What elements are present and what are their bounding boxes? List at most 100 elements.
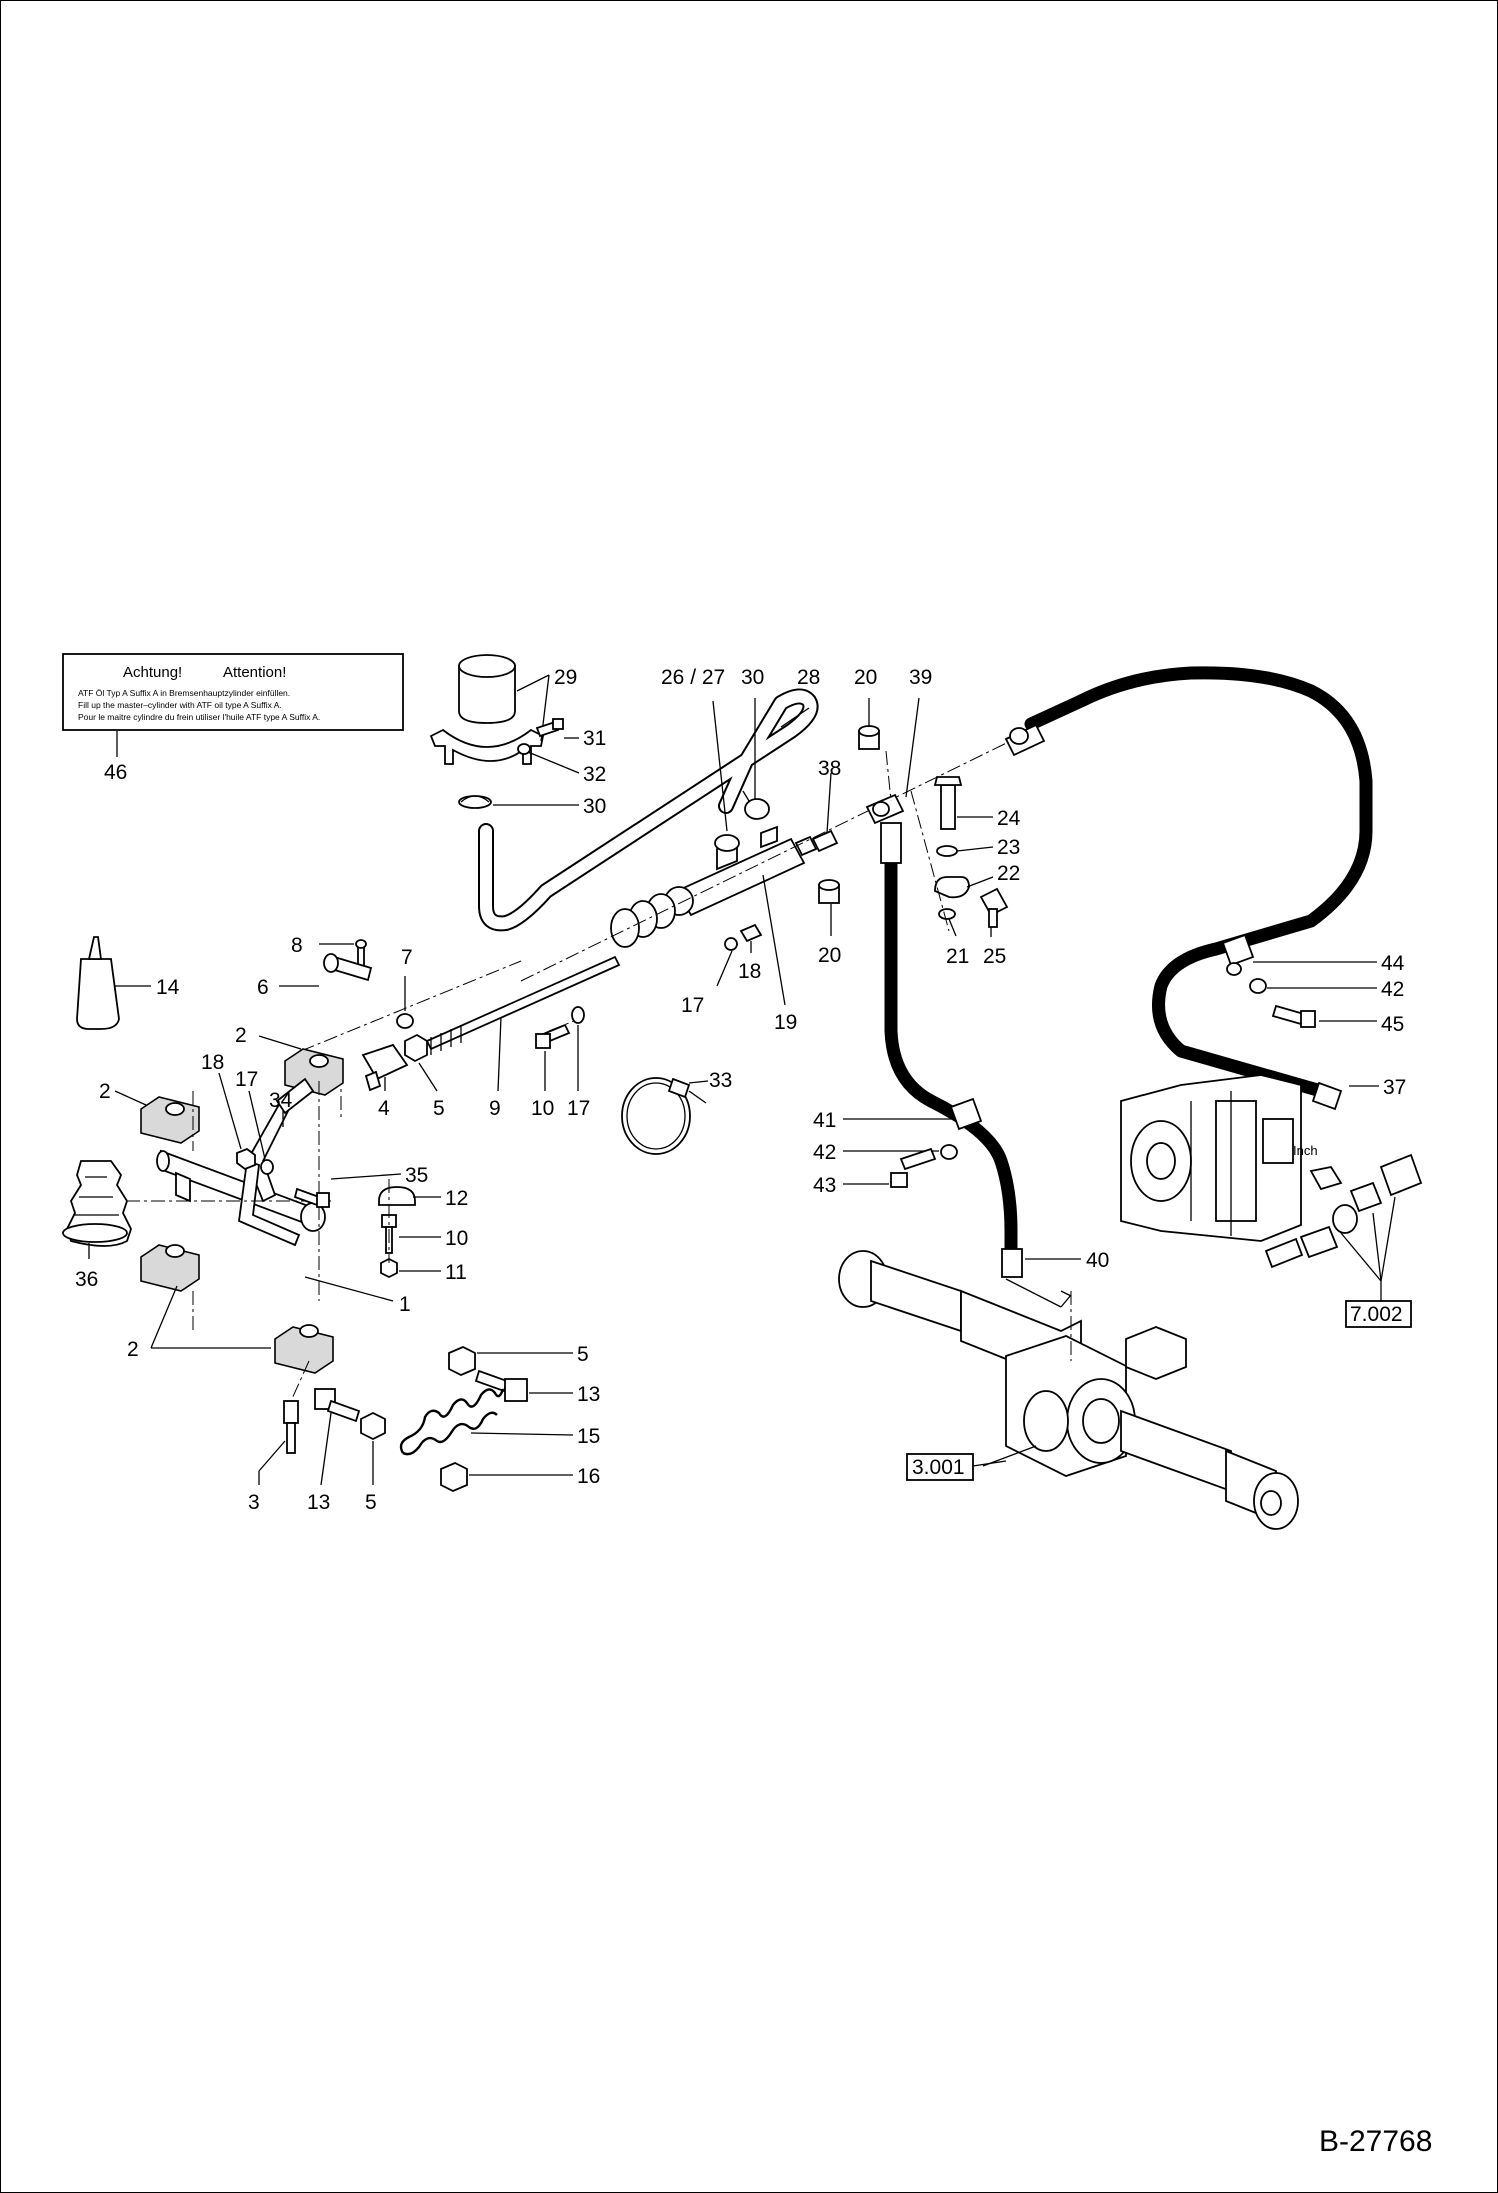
callout-17b: 17 <box>235 1068 258 1091</box>
bolt-45 <box>1271 1004 1316 1028</box>
callout-32: 32 <box>583 763 606 786</box>
reservoir-pipe <box>478 688 819 932</box>
callout-18a: 18 <box>738 960 761 983</box>
callout-7: 7 <box>401 946 413 969</box>
nut-5 <box>404 1033 428 1063</box>
callout-20b: 20 <box>818 944 841 967</box>
callout-24: 24 <box>997 807 1021 830</box>
callout-4: 4 <box>378 1097 390 1120</box>
callout-44: 44 <box>1381 952 1405 975</box>
callout-13a: 13 <box>577 1383 600 1406</box>
ref-box-3001 <box>906 1453 974 1481</box>
callout-23: 23 <box>997 836 1020 859</box>
bearing-block-2c <box>140 1244 200 1292</box>
rubber-boot-36 <box>62 1160 132 1247</box>
callout-40: 40 <box>1086 1249 1109 1272</box>
bearing-block-2b <box>140 1096 200 1144</box>
brake-hose-upper <box>1004 666 1373 1111</box>
inch-marking: Inch <box>1293 1143 1318 1158</box>
callout-43: 43 <box>813 1174 836 1197</box>
callout-45: 45 <box>1381 1013 1404 1036</box>
tee-39 <box>865 793 905 825</box>
callout-13b: 13 <box>307 1491 330 1514</box>
brake-hose-lower <box>880 822 1023 1278</box>
callout-2a: 2 <box>235 1024 247 1047</box>
callout-10b: 10 <box>445 1227 468 1250</box>
bolt-13b <box>314 1388 361 1423</box>
pin-6 <box>323 953 373 982</box>
bolt-31 <box>535 718 564 738</box>
callout-28: 28 <box>797 666 820 689</box>
pin-8 <box>355 939 367 977</box>
callout-30a: 30 <box>583 795 606 818</box>
push-rod <box>425 955 621 1055</box>
callout-12: 12 <box>445 1187 468 1210</box>
callout-36: 36 <box>75 1268 98 1291</box>
fitting-38 <box>811 829 839 853</box>
hose-clamp-33 <box>621 1077 707 1155</box>
callout-20a: 20 <box>854 666 877 689</box>
callout-1: 1 <box>399 1293 411 1316</box>
callout-31: 31 <box>583 727 606 750</box>
callout-42a: 42 <box>1381 978 1404 1001</box>
plug-20b <box>818 879 840 904</box>
clevis-4 <box>361 1043 409 1092</box>
warning-label: Achtung! Attention! ATF Öl Typ A Suffix … <box>62 653 404 731</box>
callout-41: 41 <box>813 1109 836 1132</box>
bolt-13a <box>474 1369 528 1402</box>
warning-line-de: ATF Öl Typ A Suffix A in Bremsenhauptzyl… <box>78 688 290 698</box>
pressure-switch-group <box>933 776 1009 928</box>
warning-line-fr: Pour le maitre cylindre du frein utilise… <box>78 712 320 722</box>
callout-2b: 2 <box>99 1080 111 1103</box>
pump-fittings <box>1264 1153 1423 1269</box>
spring-15 <box>399 1388 505 1456</box>
callout-22: 22 <box>997 862 1020 885</box>
callout-37: 37 <box>1383 1076 1406 1099</box>
callout-21: 21 <box>946 945 969 968</box>
bolt-43 <box>890 1147 937 1188</box>
callout-46: 46 <box>104 761 127 784</box>
callout-19: 19 <box>774 1011 797 1034</box>
callout-29: 29 <box>554 666 577 689</box>
callout-2c: 2 <box>127 1338 139 1361</box>
nut-18b <box>236 1147 256 1171</box>
callout-5a: 5 <box>433 1097 445 1120</box>
callout-42b: 42 <box>813 1141 836 1164</box>
callout-38: 38 <box>818 757 841 780</box>
nut-5c <box>360 1411 386 1441</box>
axle-assembly <box>838 1250 1299 1530</box>
callout-25: 25 <box>983 945 1006 968</box>
callout-3: 3 <box>248 1491 260 1514</box>
callout-9: 9 <box>489 1097 501 1120</box>
callout-8: 8 <box>291 934 303 957</box>
cap-12 <box>378 1186 416 1206</box>
callout-6: 6 <box>257 976 269 999</box>
ref-7002: 7.002 <box>1350 1303 1403 1326</box>
callout-10a: 10 <box>531 1097 554 1120</box>
callout-33: 33 <box>709 1069 732 1092</box>
plug-20a <box>858 725 880 750</box>
callout-5c: 5 <box>365 1491 377 1514</box>
callout-17c: 17 <box>567 1097 590 1120</box>
callout-14: 14 <box>156 976 180 999</box>
nut-16 <box>440 1462 468 1492</box>
bolt-35 <box>293 1187 330 1208</box>
hose-clip-44 <box>1221 933 1255 976</box>
callout-26-27: 26 / 27 <box>661 666 725 689</box>
bolt-3 <box>283 1400 299 1454</box>
callout-16: 16 <box>577 1465 600 1488</box>
callout-17a: 17 <box>681 994 704 1017</box>
callout-35: 35 <box>405 1164 428 1187</box>
callout-34: 34 <box>269 1089 293 1112</box>
warning-line-en: Fill up the master–cylinder with ATF oil… <box>78 700 282 710</box>
warning-title-de: Achtung! <box>123 664 182 681</box>
callout-39: 39 <box>909 666 932 689</box>
reservoir <box>429 654 545 809</box>
pedal-lever <box>238 1077 315 1247</box>
ref-3001: 3.001 <box>912 1456 965 1479</box>
clamp-30 <box>742 790 770 820</box>
hydraulic-pump <box>1120 1074 1302 1242</box>
master-cylinder <box>610 825 818 948</box>
